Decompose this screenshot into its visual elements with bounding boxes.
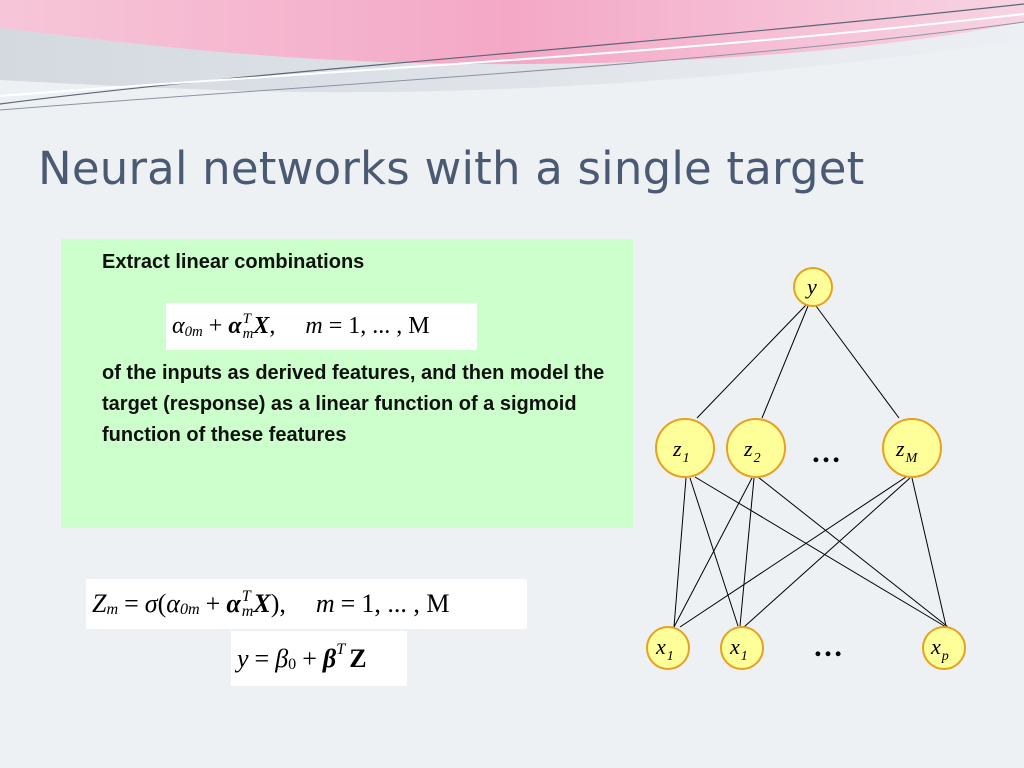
hidden-node-zM-label: zM [895,436,919,466]
header-swoosh-decoration [0,0,1024,120]
edge-zM-x1a [679,476,907,628]
hidden-node-zM-circle [882,418,942,478]
edge-z2-xp [757,476,949,628]
input-node-x1a-label: x1 [655,634,674,664]
slide-title: Neural networks with a single target [38,142,865,195]
input-ellipsis: … [813,630,843,663]
edge-y-z2 [761,305,809,419]
output-node-circle [793,267,833,307]
edge-zM-xp [911,477,947,627]
input-node-xp-circle [922,626,966,670]
input-node-xp-label: xp [930,634,949,664]
input-node-x1a-circle [646,626,690,670]
input-node-x1b-label: x1 [729,634,748,664]
hidden-node-z2-circle [726,418,786,478]
network-edges [673,304,949,628]
edge-y-z1 [696,304,807,419]
edge-zM-x1b [743,477,911,628]
output-node-label: y [805,274,817,299]
explanation-box: Extract linear combinations of the input… [61,239,633,528]
edge-z2-x1b [739,477,755,627]
hidden-ellipsis: … [811,436,841,469]
edge-z1-x1b [689,477,739,627]
edge-z1-x1a [673,477,687,628]
description-text: of the inputs as derived features, and t… [102,362,605,446]
intro-text: Extract linear combinations [102,251,365,273]
edge-z1-xp [694,476,947,628]
hidden-node-z2-label: z2 [743,436,761,466]
input-node-x1b-circle [720,626,764,670]
edge-z2-x1a [673,477,753,628]
hidden-node-z1-label: z1 [672,436,690,466]
hidden-node-z1-circle [655,418,715,478]
edge-y-zM [815,305,900,419]
